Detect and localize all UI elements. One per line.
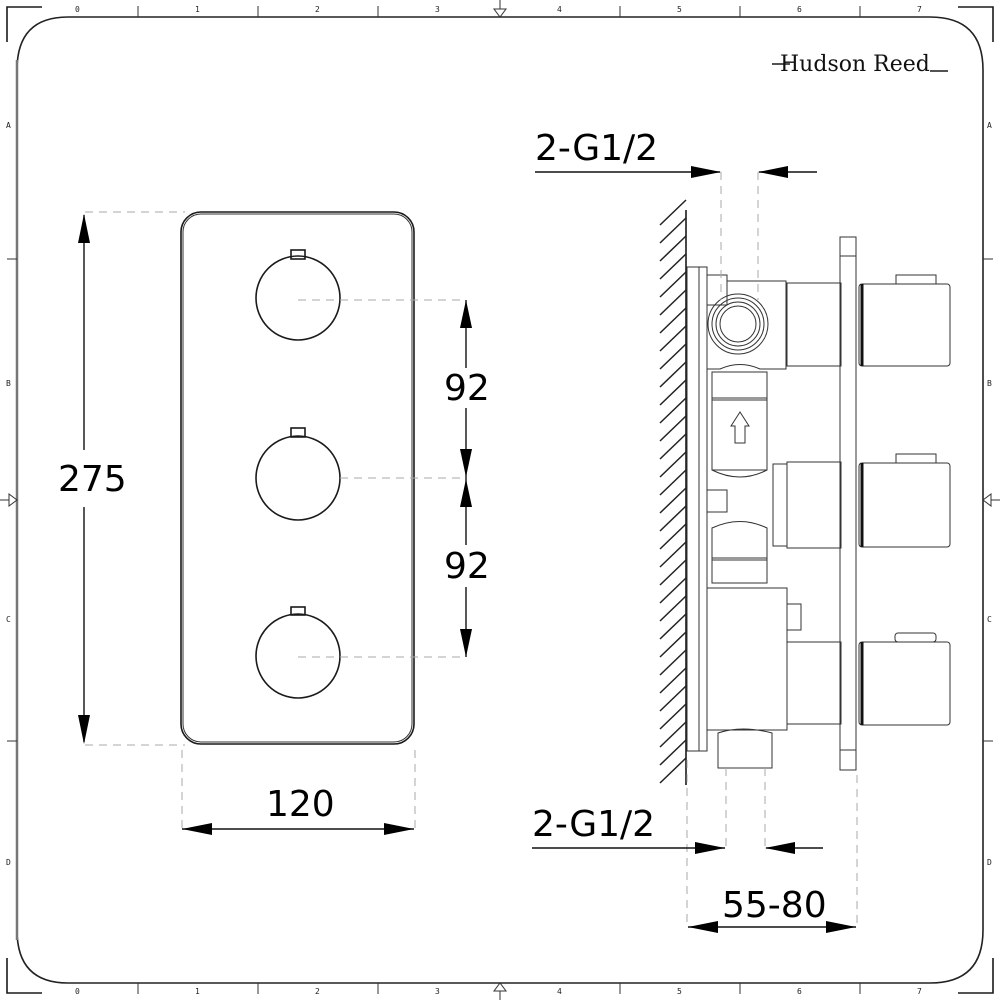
svg-text:7: 7 [917,987,922,996]
valve-body-top [706,274,787,478]
front-knob-top [255,249,341,341]
svg-text:D: D [987,858,992,867]
bottom-connection-dimension [532,842,823,854]
ruler-labels: 0 1 2 3 4 5 6 7 0 1 2 3 4 5 6 7 A B C D … [6,5,992,996]
svg-text:6: 6 [797,987,802,996]
handle-side-lower [858,632,951,726]
cartridge-top [786,282,842,367]
cartridge-middle [772,461,842,549]
brand-logo: Hudson Reed [772,52,948,77]
front-extension-lines [85,211,465,830]
svg-text:5: 5 [677,987,682,996]
svg-text:A: A [987,121,992,130]
bottom-connection-label: 2-G1/2 [532,804,655,845]
svg-text:A: A [6,121,11,130]
top-connection-label: 2-G1/2 [535,128,658,169]
up-arrow-icon [730,411,750,444]
svg-text:0: 0 [75,987,80,996]
svg-text:0: 0 [75,5,80,14]
handle-side-middle [858,453,951,548]
svg-text:C: C [987,615,992,624]
svg-text:C: C [6,615,11,624]
spacing-dimension [460,300,472,657]
front-knob-bottom [255,606,341,699]
width-dimension [182,823,414,835]
svg-text:1: 1 [195,987,200,996]
drawing-border [16,16,984,984]
svg-text:3: 3 [435,5,440,14]
top-connection-dimension [535,166,817,178]
svg-text:2: 2 [315,5,320,14]
bottom-ruler [137,982,861,1000]
cover-plate-side [839,236,857,771]
spacing-upper-value: 92 [444,368,490,409]
svg-text:7: 7 [917,5,922,14]
svg-text:5: 5 [677,5,682,14]
handle-side-top [858,274,951,367]
svg-text:Hudson Reed: Hudson Reed [780,52,930,77]
side-extension-lines [686,172,858,928]
mounting-bracket [686,266,708,752]
svg-text:D: D [6,858,11,867]
depth-range-label: 55-80 [722,885,827,926]
valve-body-middle [706,489,768,584]
svg-text:4: 4 [557,5,562,14]
svg-text:2: 2 [315,987,320,996]
spacing-lower-value: 92 [444,546,490,587]
svg-text:B: B [987,379,992,388]
front-knob-middle [255,427,341,521]
svg-text:B: B [6,379,11,388]
height-value: 275 [58,459,127,500]
width-value: 120 [266,784,335,825]
height-dimension [78,214,90,744]
svg-text:3: 3 [435,987,440,996]
left-ruler [0,258,18,742]
depth-dimension [688,921,856,933]
top-ruler [137,0,861,18]
cartridge-lower [786,641,842,725]
right-ruler [982,258,1000,742]
svg-text:6: 6 [797,5,802,14]
frame-corner-marks [6,6,994,994]
wall-hatch [659,199,687,785]
svg-text:1: 1 [195,5,200,14]
front-view-plate [180,211,415,745]
svg-text:4: 4 [557,987,562,996]
